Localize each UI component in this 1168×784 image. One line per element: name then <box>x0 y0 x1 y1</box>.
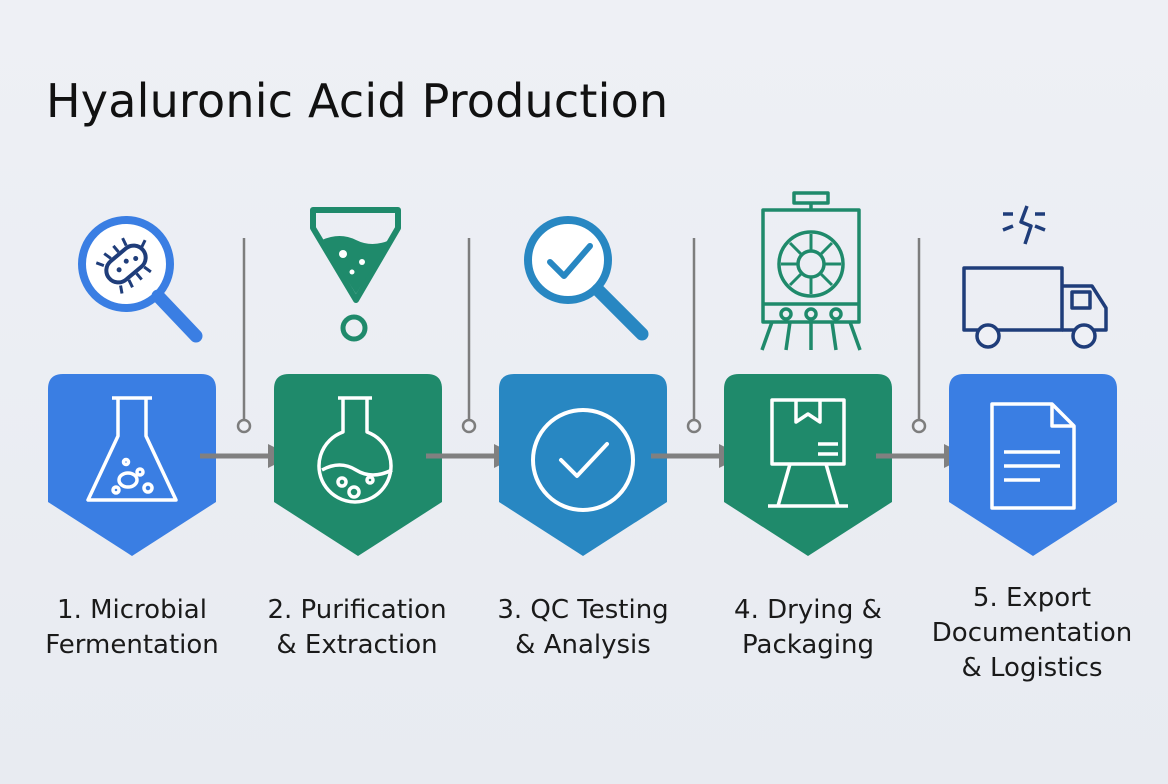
bacteria-magnifier-icon <box>78 216 203 343</box>
filter-funnel-icon <box>310 207 401 342</box>
step-1-label: 1. Microbial Fermentation <box>17 593 247 663</box>
step-4-label: 4. Drying & Packaging <box>693 593 923 663</box>
step-4 <box>724 191 968 556</box>
delivery-truck-icon <box>962 205 1108 349</box>
document-icon <box>990 402 1076 510</box>
step-1-label-line1: 1. Microbial <box>57 595 207 625</box>
check-magnifier-icon <box>524 216 649 341</box>
step-4-label-line1: 4. Drying & <box>734 595 882 625</box>
step-1-label-line2: Fermentation <box>45 630 219 660</box>
connector-1 <box>236 238 252 434</box>
step-4-label-line2: Packaging <box>742 630 874 660</box>
check-circle-icon <box>531 408 635 512</box>
step-3-label-line1: 3. QC Testing <box>497 595 669 625</box>
step-5-label-line2: Documentation <box>931 618 1133 648</box>
step-2-label-line2: & Extraction <box>276 630 438 660</box>
drying-machine-icon <box>760 191 862 351</box>
step-2 <box>274 207 518 556</box>
step-2-shield <box>274 374 442 556</box>
page-title: Hyaluronic Acid Production <box>46 74 669 128</box>
connector-4 <box>911 238 927 434</box>
step-5-label-line1: 5. Export <box>972 583 1092 613</box>
connector-3 <box>686 238 702 434</box>
step-3-label-line2: & Analysis <box>515 630 651 660</box>
step-5 <box>949 205 1117 556</box>
step-5-label-line3: & Logistics <box>961 653 1103 683</box>
step-5-label: 5. Export Documentation & Logistics <box>917 581 1147 686</box>
package-stand-icon <box>768 398 848 508</box>
step-2-label: 2. Purification & Extraction <box>242 593 472 663</box>
step-1 <box>48 216 292 556</box>
step-3-shield <box>499 374 667 556</box>
step-1-shield <box>48 374 216 556</box>
connector-2 <box>461 238 477 434</box>
round-flask-icon <box>317 396 393 504</box>
step-2-label-line1: 2. Purification <box>267 595 447 625</box>
erlenmeyer-flask-icon <box>86 396 178 502</box>
step-3 <box>499 216 743 556</box>
step-3-label: 3. QC Testing & Analysis <box>468 593 698 663</box>
